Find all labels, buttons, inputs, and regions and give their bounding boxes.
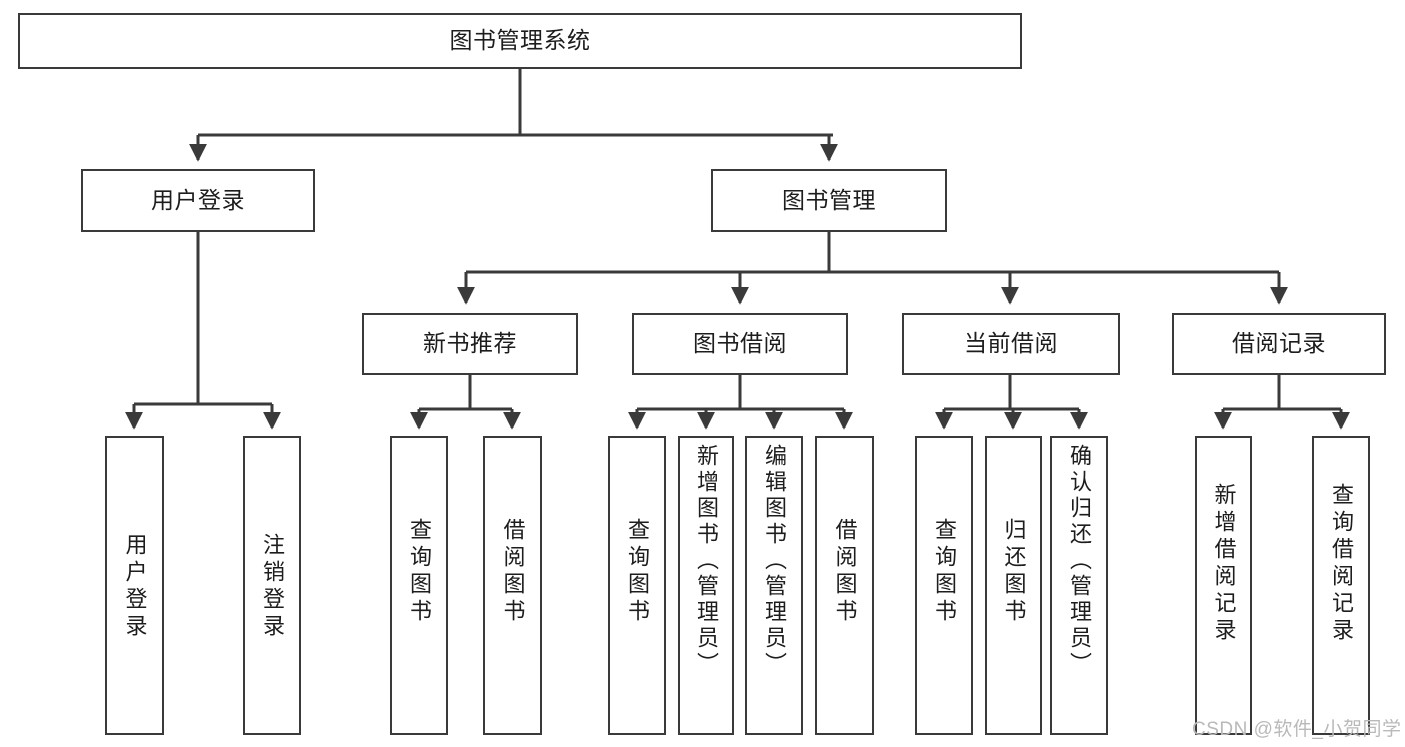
node-leaf-borrow-book-recommend[interactable]: 借阅图书 — [483, 436, 542, 735]
node-book-borrow[interactable]: 图书借阅 — [632, 313, 848, 375]
node-leaf-user-login-label: 用户登录 — [122, 533, 148, 641]
node-leaf-user-login[interactable]: 用户登录 — [105, 436, 164, 735]
node-book-management-label: 图书管理 — [782, 186, 876, 213]
node-user-login-label: 用户登录 — [151, 186, 245, 213]
csdn-watermark: CSDN @软件_小贺同学 — [1192, 719, 1402, 740]
node-new-book-recommend-label: 新书推荐 — [423, 330, 517, 357]
node-user-login[interactable]: 用户登录 — [81, 169, 315, 232]
node-leaf-query-book-current[interactable]: 查询图书 — [915, 436, 973, 735]
node-current-borrow-label: 当前借阅 — [964, 330, 1058, 357]
node-leaf-add-borrow-record-label: 新增借阅记录 — [1211, 483, 1237, 645]
node-leaf-query-book-current-label: 查询图书 — [932, 518, 957, 626]
node-leaf-query-book-recommend[interactable]: 查询图书 — [390, 436, 448, 735]
node-root[interactable]: 图书管理系统 — [18, 13, 1022, 69]
node-book-borrow-label: 图书借阅 — [693, 330, 787, 357]
node-leaf-borrow-book-label: 借阅图书 — [832, 518, 858, 626]
node-root-label: 图书管理系统 — [449, 27, 591, 54]
node-leaf-logout-label: 注销登录 — [260, 533, 285, 641]
node-leaf-add-book-admin[interactable]: 新增图书（管理员） — [678, 436, 734, 735]
node-leaf-query-book-borrow[interactable]: 查询图书 — [608, 436, 666, 735]
node-leaf-confirm-return-admin[interactable]: 确认归还（管理员） — [1050, 436, 1108, 735]
node-current-borrow[interactable]: 当前借阅 — [902, 313, 1120, 375]
node-leaf-confirm-return-admin-label: 确认归还（管理员） — [1067, 444, 1092, 678]
node-leaf-borrow-book[interactable]: 借阅图书 — [815, 436, 874, 735]
node-leaf-logout[interactable]: 注销登录 — [243, 436, 301, 735]
node-borrow-record[interactable]: 借阅记录 — [1172, 313, 1386, 375]
node-leaf-return-book[interactable]: 归还图书 — [985, 436, 1042, 735]
node-leaf-query-book-borrow-label: 查询图书 — [625, 518, 650, 626]
node-leaf-edit-book-admin-label: 编辑图书（管理员） — [762, 444, 787, 678]
node-leaf-query-borrow-record[interactable]: 查询借阅记录 — [1312, 436, 1370, 735]
node-leaf-query-borrow-record-label: 查询借阅记录 — [1329, 483, 1354, 645]
node-leaf-add-borrow-record[interactable]: 新增借阅记录 — [1195, 436, 1252, 735]
node-book-management[interactable]: 图书管理 — [711, 169, 947, 232]
node-leaf-return-book-label: 归还图书 — [1001, 518, 1027, 626]
node-borrow-record-label: 借阅记录 — [1232, 330, 1326, 357]
node-leaf-query-book-recommend-label: 查询图书 — [407, 518, 432, 626]
node-new-book-recommend[interactable]: 新书推荐 — [362, 313, 578, 375]
node-leaf-edit-book-admin[interactable]: 编辑图书（管理员） — [745, 436, 803, 735]
node-leaf-add-book-admin-label: 新增图书（管理员） — [694, 444, 719, 678]
node-leaf-borrow-book-recommend-label: 借阅图书 — [500, 518, 526, 626]
